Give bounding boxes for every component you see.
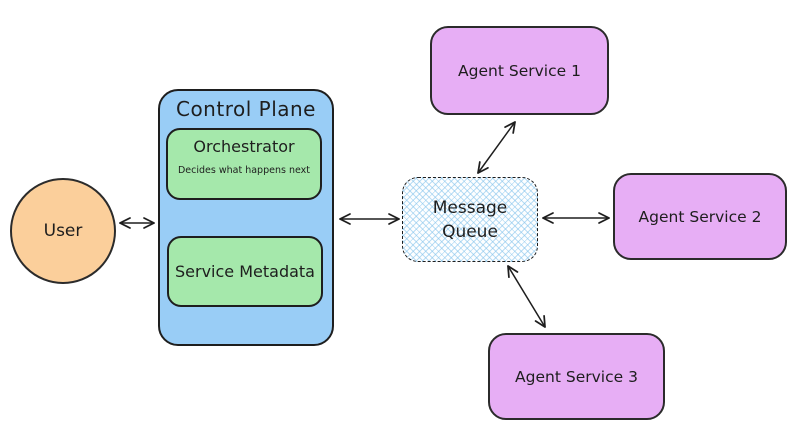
service-metadata-node: Service Metadata [167,236,323,307]
message-queue-label-line1: Message [432,197,508,218]
agent-service-2-node: Agent Service 2 [613,173,787,260]
service-metadata-label: Service Metadata [175,262,315,281]
arrow-message-queue-agent-service-3 [507,265,546,328]
user-node: User [10,178,116,284]
agent-service-1-label: Agent Service 1 [458,61,581,80]
control-plane-title: Control Plane [175,97,316,121]
agent-service-3-label: Agent Service 3 [515,367,638,386]
message-queue-node: Message Queue [402,177,538,262]
agent-service-3-node: Agent Service 3 [488,333,665,420]
agent-service-1-node: Agent Service 1 [430,26,609,115]
orchestrator-node: Orchestrator Decides what happens next [166,128,322,200]
user-label: User [43,221,83,241]
orchestrator-title: Orchestrator [193,137,295,156]
arrow-message-queue-agent-service-1 [477,121,516,174]
agent-service-2-label: Agent Service 2 [638,207,762,226]
control-plane-node: Control Plane Orchestrator Decides what … [158,89,334,346]
message-queue-label-line2: Queue [442,221,498,242]
orchestrator-subtitle: Decides what happens next [177,165,310,176]
